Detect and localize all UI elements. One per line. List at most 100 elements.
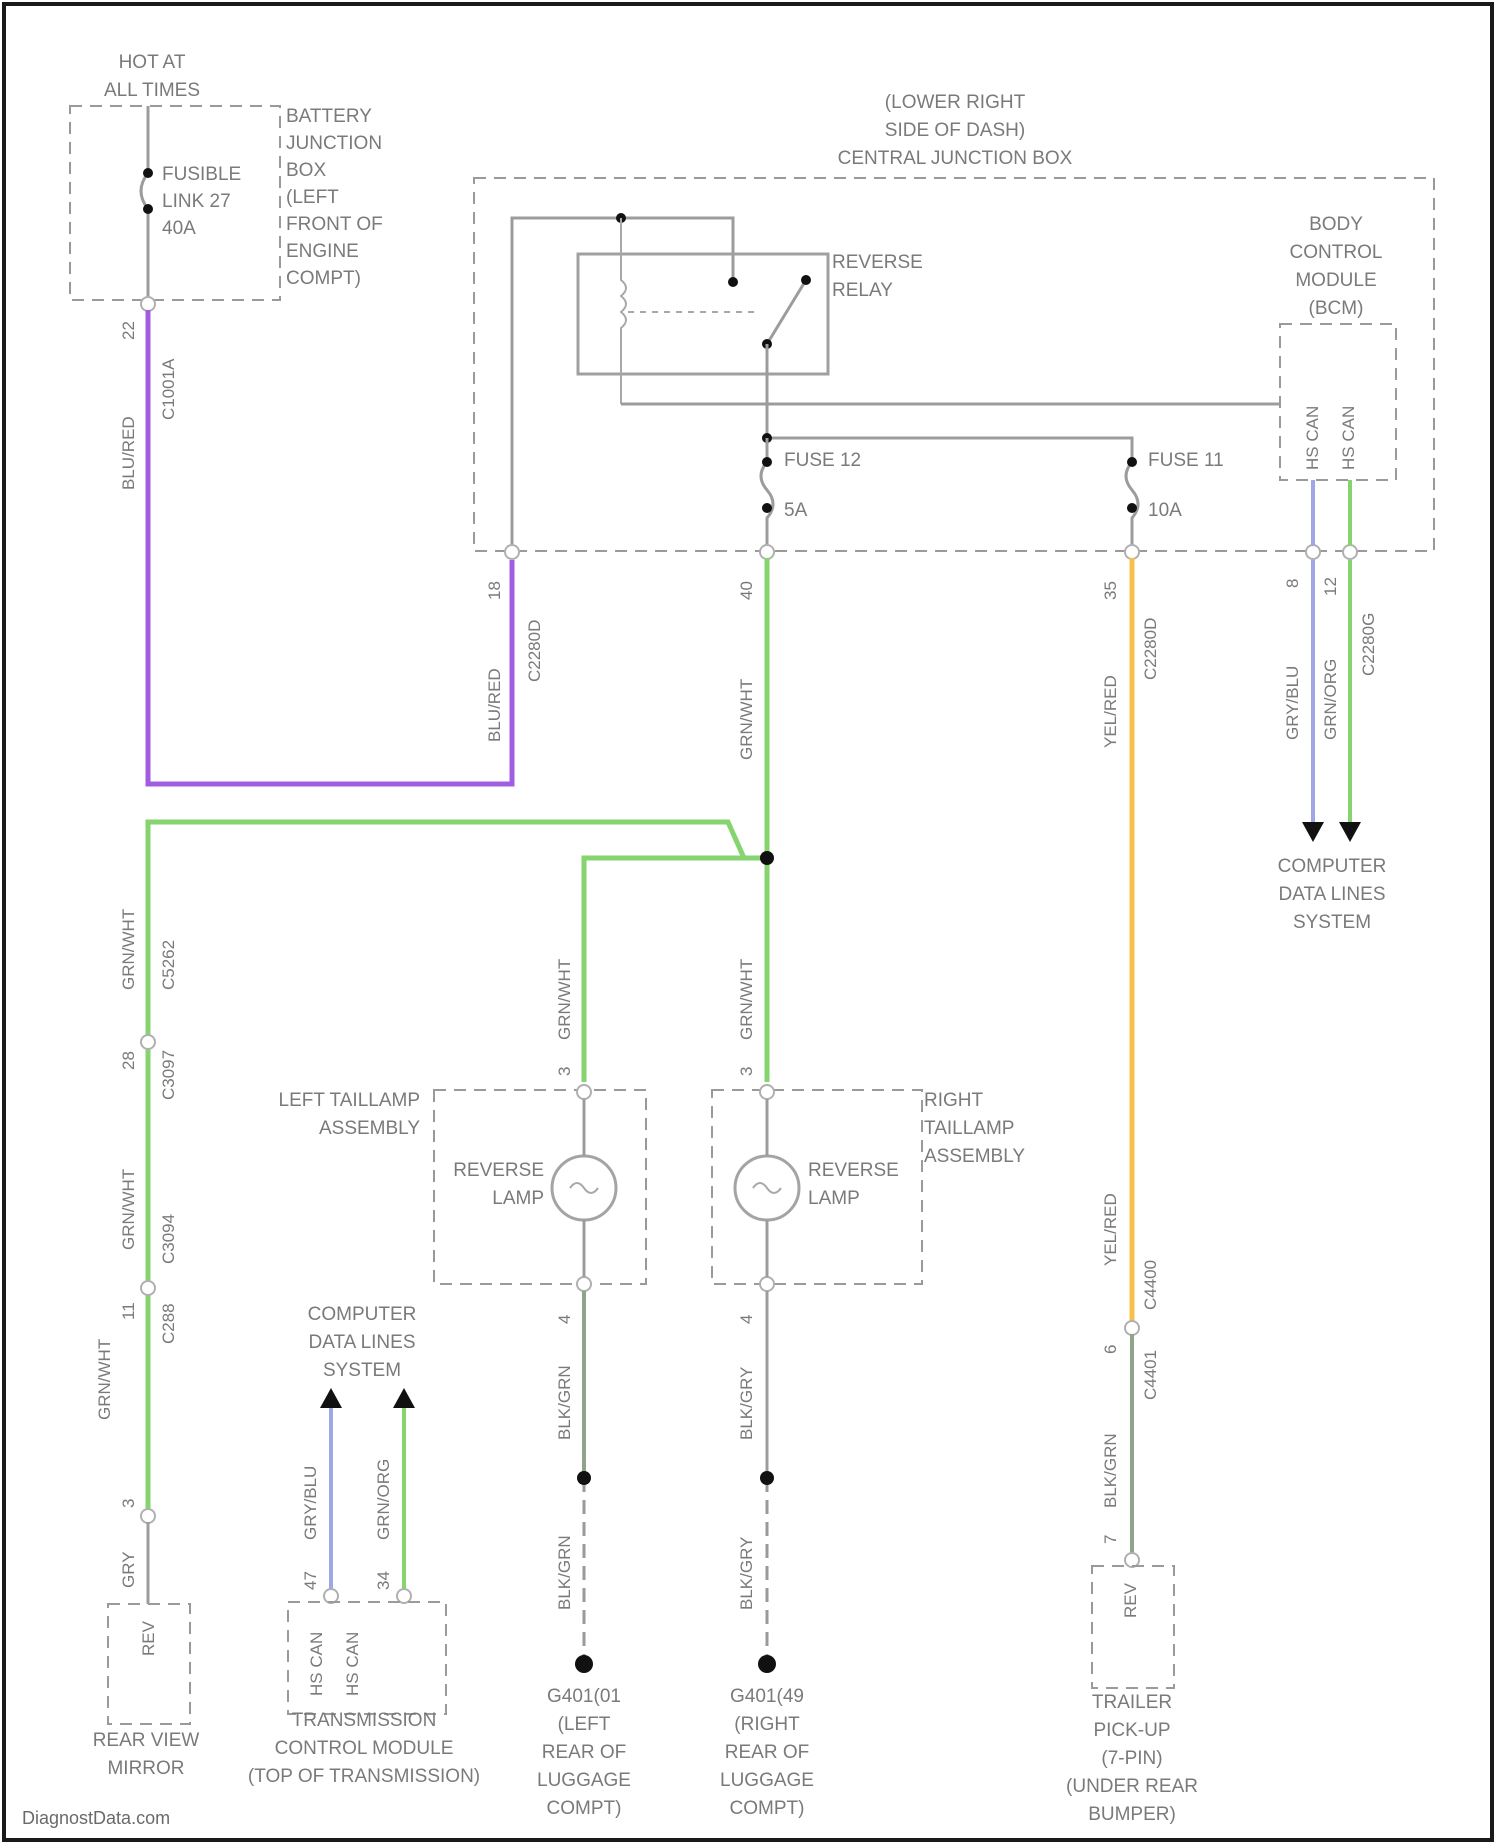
wire-label-blk-gry-rt: BLK/GRY: [737, 1367, 756, 1440]
pin-40: 40: [737, 581, 756, 600]
svg-text:DATA LINES: DATA LINES: [309, 1332, 416, 1353]
mirror-pin-rev: REV: [139, 1620, 158, 1656]
ground-g401-01: [575, 1655, 593, 1673]
right-reverse-lamp-label: REVERSE LAMP: [808, 1160, 899, 1209]
wire-label-blk-gry-rt-gnd: BLK/GRY: [737, 1537, 756, 1610]
pin-11-left: 11: [119, 1302, 138, 1320]
connector-label-c3094: C3094: [159, 1214, 178, 1264]
splice-grn-wht: [760, 851, 774, 865]
wire-label-grn-wht-rt: GRN/WHT: [737, 959, 756, 1040]
watermark: DiagnostData.com: [22, 1808, 170, 1828]
left-lamp-connector-top: [577, 1085, 591, 1099]
svg-text:RELAY: RELAY: [832, 280, 893, 301]
right-lamp-connector-bottom: [760, 1277, 774, 1291]
fusible-link-27: [141, 173, 148, 302]
connector-c3097: [141, 1035, 155, 1049]
wire-blu-red: [148, 310, 512, 784]
svg-text:(TOP OF TRANSMISSION): (TOP OF TRANSMISSION): [248, 1766, 480, 1787]
connector-label-c2280d-right: C2280D: [1141, 618, 1160, 680]
relay-switch-common: [728, 277, 738, 287]
pin-7-trailer: 7: [1101, 1535, 1120, 1544]
tcm-pin-hs-can-1: HS CAN: [307, 1632, 326, 1696]
svg-text:CONTROL: CONTROL: [1290, 242, 1383, 263]
fuse-12-label: FUSE 12: [784, 450, 861, 471]
relay-contact-arm: [767, 280, 806, 344]
connector-c1001a: [141, 297, 155, 311]
wire-label-grn-wht-main: GRN/WHT: [737, 679, 756, 760]
svg-text:(LEFT: (LEFT: [286, 187, 339, 208]
pin-12-bcm: 12: [1321, 577, 1340, 596]
pin-28-left: 28: [119, 1051, 138, 1070]
svg-text:ENGINE: ENGINE: [286, 241, 359, 262]
relay-contact-fixed: [801, 275, 811, 285]
svg-text:COMPT): COMPT): [730, 1798, 805, 1819]
wire-label-blk-grn-trailer: BLK/GRN: [1101, 1433, 1120, 1508]
svg-text:DATA LINES: DATA LINES: [1279, 884, 1386, 905]
svg-text:ASSEMBLY: ASSEMBLY: [319, 1118, 420, 1139]
fuse-11-rating: 10A: [1148, 500, 1182, 521]
connector-cjb-40: [760, 545, 774, 559]
svg-text:LUGGAGE: LUGGAGE: [720, 1770, 814, 1791]
wire-label-grn-org-bcm: GRN/ORG: [1321, 659, 1340, 740]
bcm-label: BODY CONTROL MODULE (BCM): [1290, 214, 1383, 319]
pin-47-tcm: 47: [301, 1571, 320, 1590]
svg-text:LAMP: LAMP: [492, 1188, 544, 1209]
svg-text:BUMPER): BUMPER): [1088, 1804, 1176, 1825]
svg-text:LUGGAGE: LUGGAGE: [537, 1770, 631, 1791]
wire-label-blk-grn-lt-gnd: BLK/GRN: [555, 1535, 574, 1610]
data-lines-label-left: COMPUTER DATA LINES SYSTEM: [308, 1304, 417, 1381]
svg-text:LAMP: LAMP: [808, 1188, 860, 1209]
bcm-pin-hs-can-2: HS CAN: [1339, 406, 1358, 470]
fuse-11-label: FUSE 11: [1148, 450, 1224, 471]
connector-tcm-34: [397, 1589, 411, 1603]
pin-35: 35: [1101, 581, 1120, 600]
connector-cjb-18: [505, 545, 519, 559]
left-reverse-lamp-label: REVERSE LAMP: [453, 1160, 544, 1209]
pin-34-tcm: 34: [374, 1571, 393, 1590]
body-control-module: [1280, 324, 1396, 480]
svg-text:(LEFT: (LEFT: [558, 1714, 611, 1735]
pin-4-rt: 4: [737, 1315, 756, 1324]
connector-c4400: [1125, 1321, 1139, 1335]
svg-text:REAR OF: REAR OF: [725, 1742, 809, 1763]
tcm-label: TRANSMISSION CONTROL MODULE (TOP OF TRAN…: [248, 1710, 480, 1787]
pin-6-trailer: 6: [1101, 1345, 1120, 1354]
connector-label-c4401: C4401: [1141, 1350, 1160, 1400]
svg-text:REAR OF: REAR OF: [542, 1742, 626, 1763]
svg-text:SYSTEM: SYSTEM: [323, 1360, 401, 1381]
svg-text:G401(01: G401(01: [547, 1686, 621, 1707]
svg-text:MODULE: MODULE: [1295, 270, 1376, 291]
trailer-pin-rev: REV: [1121, 1582, 1140, 1618]
central-junction-box-label: (LOWER RIGHT SIDE OF DASH) CENTRAL JUNCT…: [838, 92, 1073, 169]
svg-text:BATTERY: BATTERY: [286, 106, 372, 127]
ground-g401-01-label: G401(01 (LEFT REAR OF LUGGAGE COMPT): [537, 1686, 631, 1819]
pin-3-mirror: 3: [119, 1499, 138, 1508]
connector-label-c2280d-left: C2280D: [525, 620, 544, 682]
pin-22: 22: [119, 321, 138, 340]
wire-label-gry-blu-tcm: GRY/BLU: [301, 1466, 320, 1540]
connector-c288: [141, 1281, 155, 1295]
connector-bcm-12: [1343, 545, 1357, 559]
svg-text:G401(49: G401(49: [730, 1686, 804, 1707]
svg-text:FRONT OF: FRONT OF: [286, 214, 383, 235]
splice-right-ground: [760, 1471, 774, 1485]
svg-text:TRAILER: TRAILER: [1092, 1692, 1172, 1713]
fusible-link-terminal-top: [143, 168, 153, 178]
svg-text:BODY: BODY: [1309, 214, 1363, 235]
svg-text:(RIGHT: (RIGHT: [734, 1714, 800, 1735]
pin-18: 18: [485, 581, 504, 600]
pin-3-lt: 3: [555, 1067, 574, 1076]
wire-label-blu-red-bottom: BLU/RED: [485, 668, 504, 742]
right-lamp-connector-top: [760, 1085, 774, 1099]
reverse-relay-label: REVERSE RELAY: [832, 252, 923, 301]
svg-text:HOT AT: HOT AT: [119, 52, 186, 73]
wire-label-blk-grn-lt: BLK/GRN: [555, 1365, 574, 1440]
wire-label-yel-red-top: YEL/RED: [1101, 675, 1120, 748]
arrow-data-line-tcm-2: [393, 1388, 415, 1408]
connector-mirror: [141, 1509, 155, 1523]
svg-text:TRANSMISSION: TRANSMISSION: [292, 1710, 437, 1731]
svg-text:CENTRAL JUNCTION BOX: CENTRAL JUNCTION BOX: [838, 148, 1073, 169]
wire-label-grn-org-tcm: GRN/ORG: [374, 1459, 393, 1540]
wire-label-grn-wht-lt: GRN/WHT: [555, 959, 574, 1040]
